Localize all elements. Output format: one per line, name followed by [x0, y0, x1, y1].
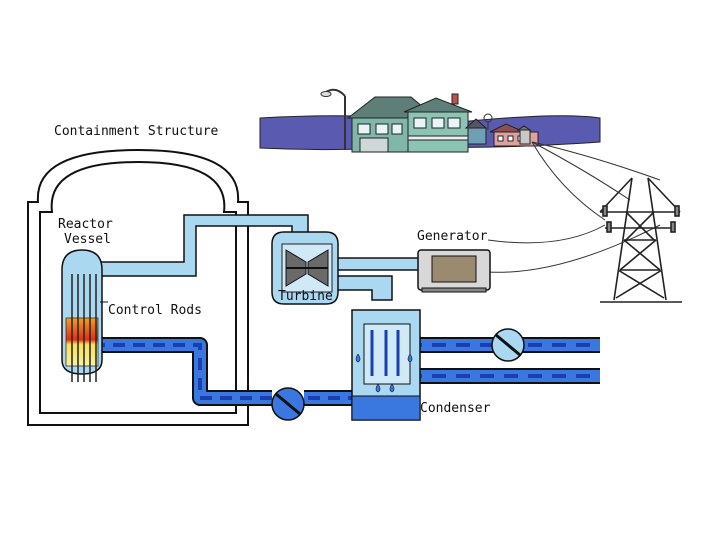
label-containment: Containment Structure: [54, 124, 219, 139]
condenser-coils-icon: [370, 330, 400, 376]
reactor-core: [65, 317, 99, 367]
feedwater-pipe: [96, 337, 360, 406]
landscape: [259, 88, 601, 153]
label-control-rods: Control Rods: [108, 303, 202, 318]
label-vessel: Vessel: [64, 232, 111, 247]
containment-structure: [27, 148, 249, 426]
water-pipes: [96, 337, 600, 406]
power-tower-icon: [599, 177, 682, 303]
turbine-icon: [271, 231, 339, 305]
label-generator: Generator: [417, 229, 488, 244]
label-turbine: Turbine: [278, 289, 333, 304]
small-house-icon: [483, 113, 532, 145]
control-rods: [71, 274, 97, 382]
water-drop-icon: [355, 353, 413, 393]
steam-pipes: [95, 214, 437, 301]
house-icon: [346, 93, 473, 153]
power-lines: [487, 141, 661, 273]
pump-icon: [491, 328, 525, 362]
pump-icon: [271, 387, 305, 421]
street-lamp-icon: [320, 88, 346, 150]
generator-icon: [417, 249, 491, 293]
label-reactor: Reactor: [58, 217, 113, 232]
label-condenser: Condenser: [420, 401, 491, 416]
reactor-vessel: [61, 249, 108, 382]
small-house-icon: [464, 118, 488, 145]
condenser: [351, 309, 421, 421]
